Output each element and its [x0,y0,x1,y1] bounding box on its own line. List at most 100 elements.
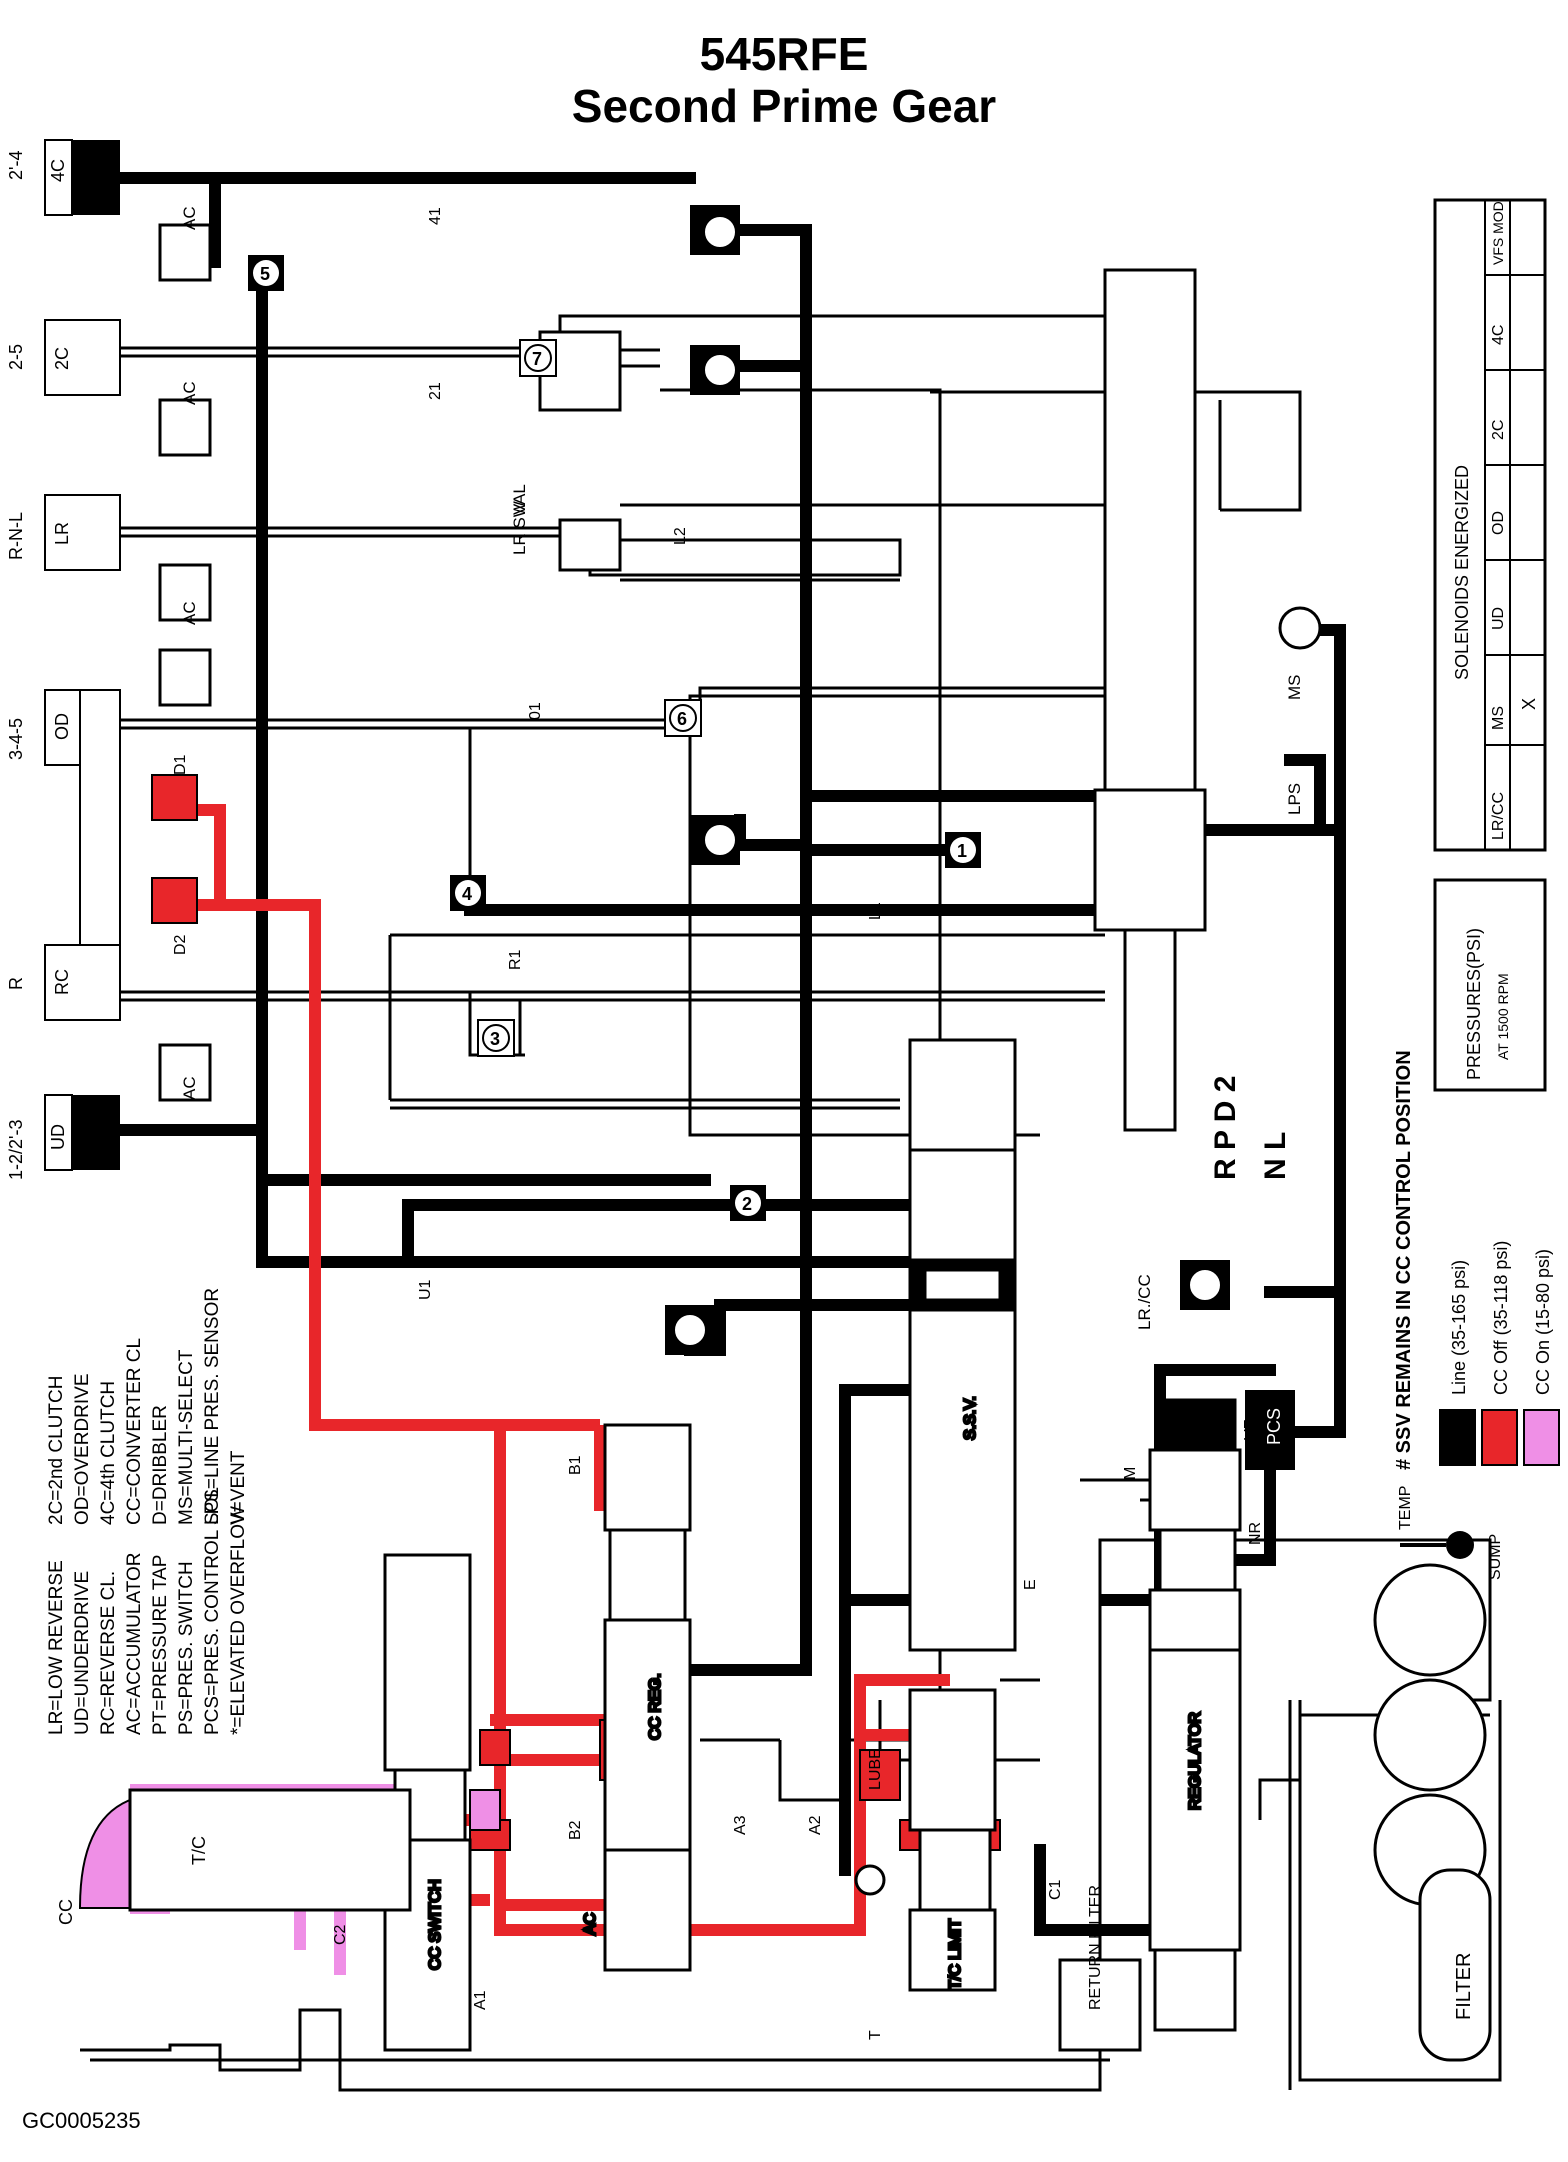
check-ball-1: 1 [945,832,981,868]
solenoid-header-ms: MS [1490,706,1507,730]
tc-limit-label: T/C LIMIT [947,1919,964,1990]
svg-text:4C=4th CLUTCH: 4C=4th CLUTCH [98,1381,119,1525]
ac-label-lower: AC [582,1913,599,1935]
title-line-1: 545RFE [699,28,869,80]
pressures-sub: AT 1500 RPM [1495,973,1511,1060]
tc-limit-valve: T/C LIMIT [908,1688,997,1992]
svg-text:LPS: LPS [1285,783,1304,815]
solenoid-header-4c: 4C [1490,325,1507,345]
svg-text:LR SW: LR SW [510,501,529,555]
solenoid-table: SOLENOIDS ENERGIZED LR/CC MS UD OD 2C 4C… [1433,198,1547,852]
solenoids: PCS [665,205,1322,1470]
svg-text:7: 7 [532,349,542,369]
svg-text:CC=CONVERTER CL: CC=CONVERTER CL [124,1338,145,1525]
check-ball-7: 7 [519,339,557,377]
solenoid-table-title: SOLENOIDS ENERGIZED [1452,465,1472,680]
svg-text:E: E [1022,1579,1039,1590]
cc-switch-label: CC SWITCH [427,1879,444,1970]
solenoid-header-2c: 2C [1490,420,1507,440]
clutch-ud: 1-2/2'-3 UD [6,1094,120,1180]
abbreviation-legend: LR=LOW REVERSE UD=UNDERDRIVE RC=REVERSE … [46,1288,249,1735]
line-pressure-passages [114,172,1346,1936]
lube-orifice: LUBE [854,1748,886,1896]
solenoid-ud [665,1305,720,1355]
svg-text:L2: L2 [672,527,689,545]
solenoid-header-od: OD [1490,511,1507,535]
clutch-lr: R-N-L LR [6,494,121,571]
solenoid-ms [1278,606,1322,650]
svg-text:PCS=PRES. CONTROL SOL: PCS=PRES. CONTROL SOL [202,1487,223,1735]
svg-text:AC: AC [180,206,199,230]
svg-text:AC: AC [180,1076,199,1100]
solenoid-lrcc [1180,1260,1230,1310]
svg-text:PS=PRES. SWITCH: PS=PRES. SWITCH [176,1561,197,1735]
legend-cc-off-label: CC Off (35-118 psi) [1491,1241,1511,1395]
check-ball-6: 6 [664,699,702,737]
temp-sensor: TEMP SUMP [1397,1486,1504,1580]
check-ball-2: 2 [730,1185,766,1221]
svg-text:LPS=LINE PRES. SENSOR: LPS=LINE PRES. SENSOR [202,1288,223,1525]
svg-text:LUBE: LUBE [867,1748,884,1790]
clutch-lr-range: R-N-L [6,512,26,560]
clutch-lr-label: LR [52,522,72,545]
svg-text:AC=ACCUMULATOR: AC=ACCUMULATOR [124,1553,145,1735]
clutch-ud-range: 1-2/2'-3 [6,1120,26,1180]
svg-text:M: M [1122,1467,1139,1480]
cc-reg-valve: CC REG. AC [581,1423,692,1972]
svg-text:A1: A1 [472,1990,489,2010]
svg-text:RETURN FILTER: RETURN FILTER [1087,1885,1104,2010]
cc-switch-valve: CC SWITCH [383,1553,472,2052]
diagram-title: 545RFE Second Prime Gear [0,28,1568,132]
solenoid-header-lrcc: LR/CC [1490,792,1507,840]
svg-text:U1: U1 [417,1279,434,1300]
check-ball-3: 3 [477,1019,515,1057]
regulator-valve: REGULATOR [1148,1398,1242,2032]
svg-text:MS: MS [1285,675,1304,701]
clutch-2c: 2-5 2C [6,319,121,396]
filter: FILTER [1418,1868,1492,2062]
svg-text:NR: NR [1247,1522,1264,1545]
svg-text:*=ELEVATED OVERFLOW: *=ELEVATED OVERFLOW [228,1506,249,1735]
ssv-label: S.S.V. [962,1396,979,1440]
clutch-4c-label: 4C [48,159,68,182]
svg-text:D=DRIBBLER: D=DRIBBLER [150,1405,171,1525]
svg-text:6: 6 [677,709,687,729]
clutch-rc: R RC [6,944,121,1021]
svg-text:D1: D1 [172,754,189,775]
svg-text:D2: D2 [172,934,189,955]
check-ball-4: 4 [450,875,486,911]
sump-label: SUMP [1487,1534,1504,1580]
svg-text:4: 4 [462,884,472,904]
torque-converter: T/C CC [56,1788,412,1925]
clutch-od: 3-4-5 OD [6,689,121,951]
svg-text:21: 21 [427,382,444,400]
svg-text:VF: VF [1242,1419,1259,1440]
clutch-2c-range: 2-5 [6,344,26,370]
svg-text:RC=REVERSE CL.: RC=REVERSE CL. [98,1571,119,1735]
svg-text:B1: B1 [567,1455,584,1475]
svg-text:2: 2 [742,1194,752,1214]
gear-positions-top: R P D 2 [1209,1076,1242,1181]
cc-reg-label: CC REG. [647,1673,664,1740]
svg-text:PT=PRESSURE TAP: PT=PRESSURE TAP [150,1555,171,1735]
passage-labels: 41 21 L2 01 L1 R1 U1 B1 B2 A1 A2 A3 C1 C… [172,207,1264,2040]
svg-text:LR=LOW REVERSE: LR=LOW REVERSE [46,1560,67,1735]
svg-text:A3: A3 [732,1815,749,1835]
svg-text:R1: R1 [507,949,524,970]
check-ball-5: 5 [248,255,284,291]
clutch-rc-label: RC [52,969,72,995]
ssv-note: # SSV REMAINS IN CC CONTROL POSITION [1393,1050,1415,1470]
solenoid-pcs: PCS [1245,1390,1295,1470]
svg-text:LR./CC: LR./CC [1135,1274,1154,1330]
pressures-header: PRESSURES(PSI) [1464,928,1484,1080]
solenoid-2c [690,345,740,395]
svg-text:V=VENT: V=VENT [228,1450,249,1525]
check-balls: 5 7 6 1 4 3 2 [248,255,981,1221]
svg-text:T: T [867,2030,884,2040]
svg-text:B2: B2 [567,1820,584,1840]
accumulators [158,223,212,1102]
clutch-od-range: 3-4-5 [6,718,26,760]
pump [1373,1563,1487,1907]
svg-text:OD=OVERDRIVE: OD=OVERDRIVE [72,1373,93,1525]
